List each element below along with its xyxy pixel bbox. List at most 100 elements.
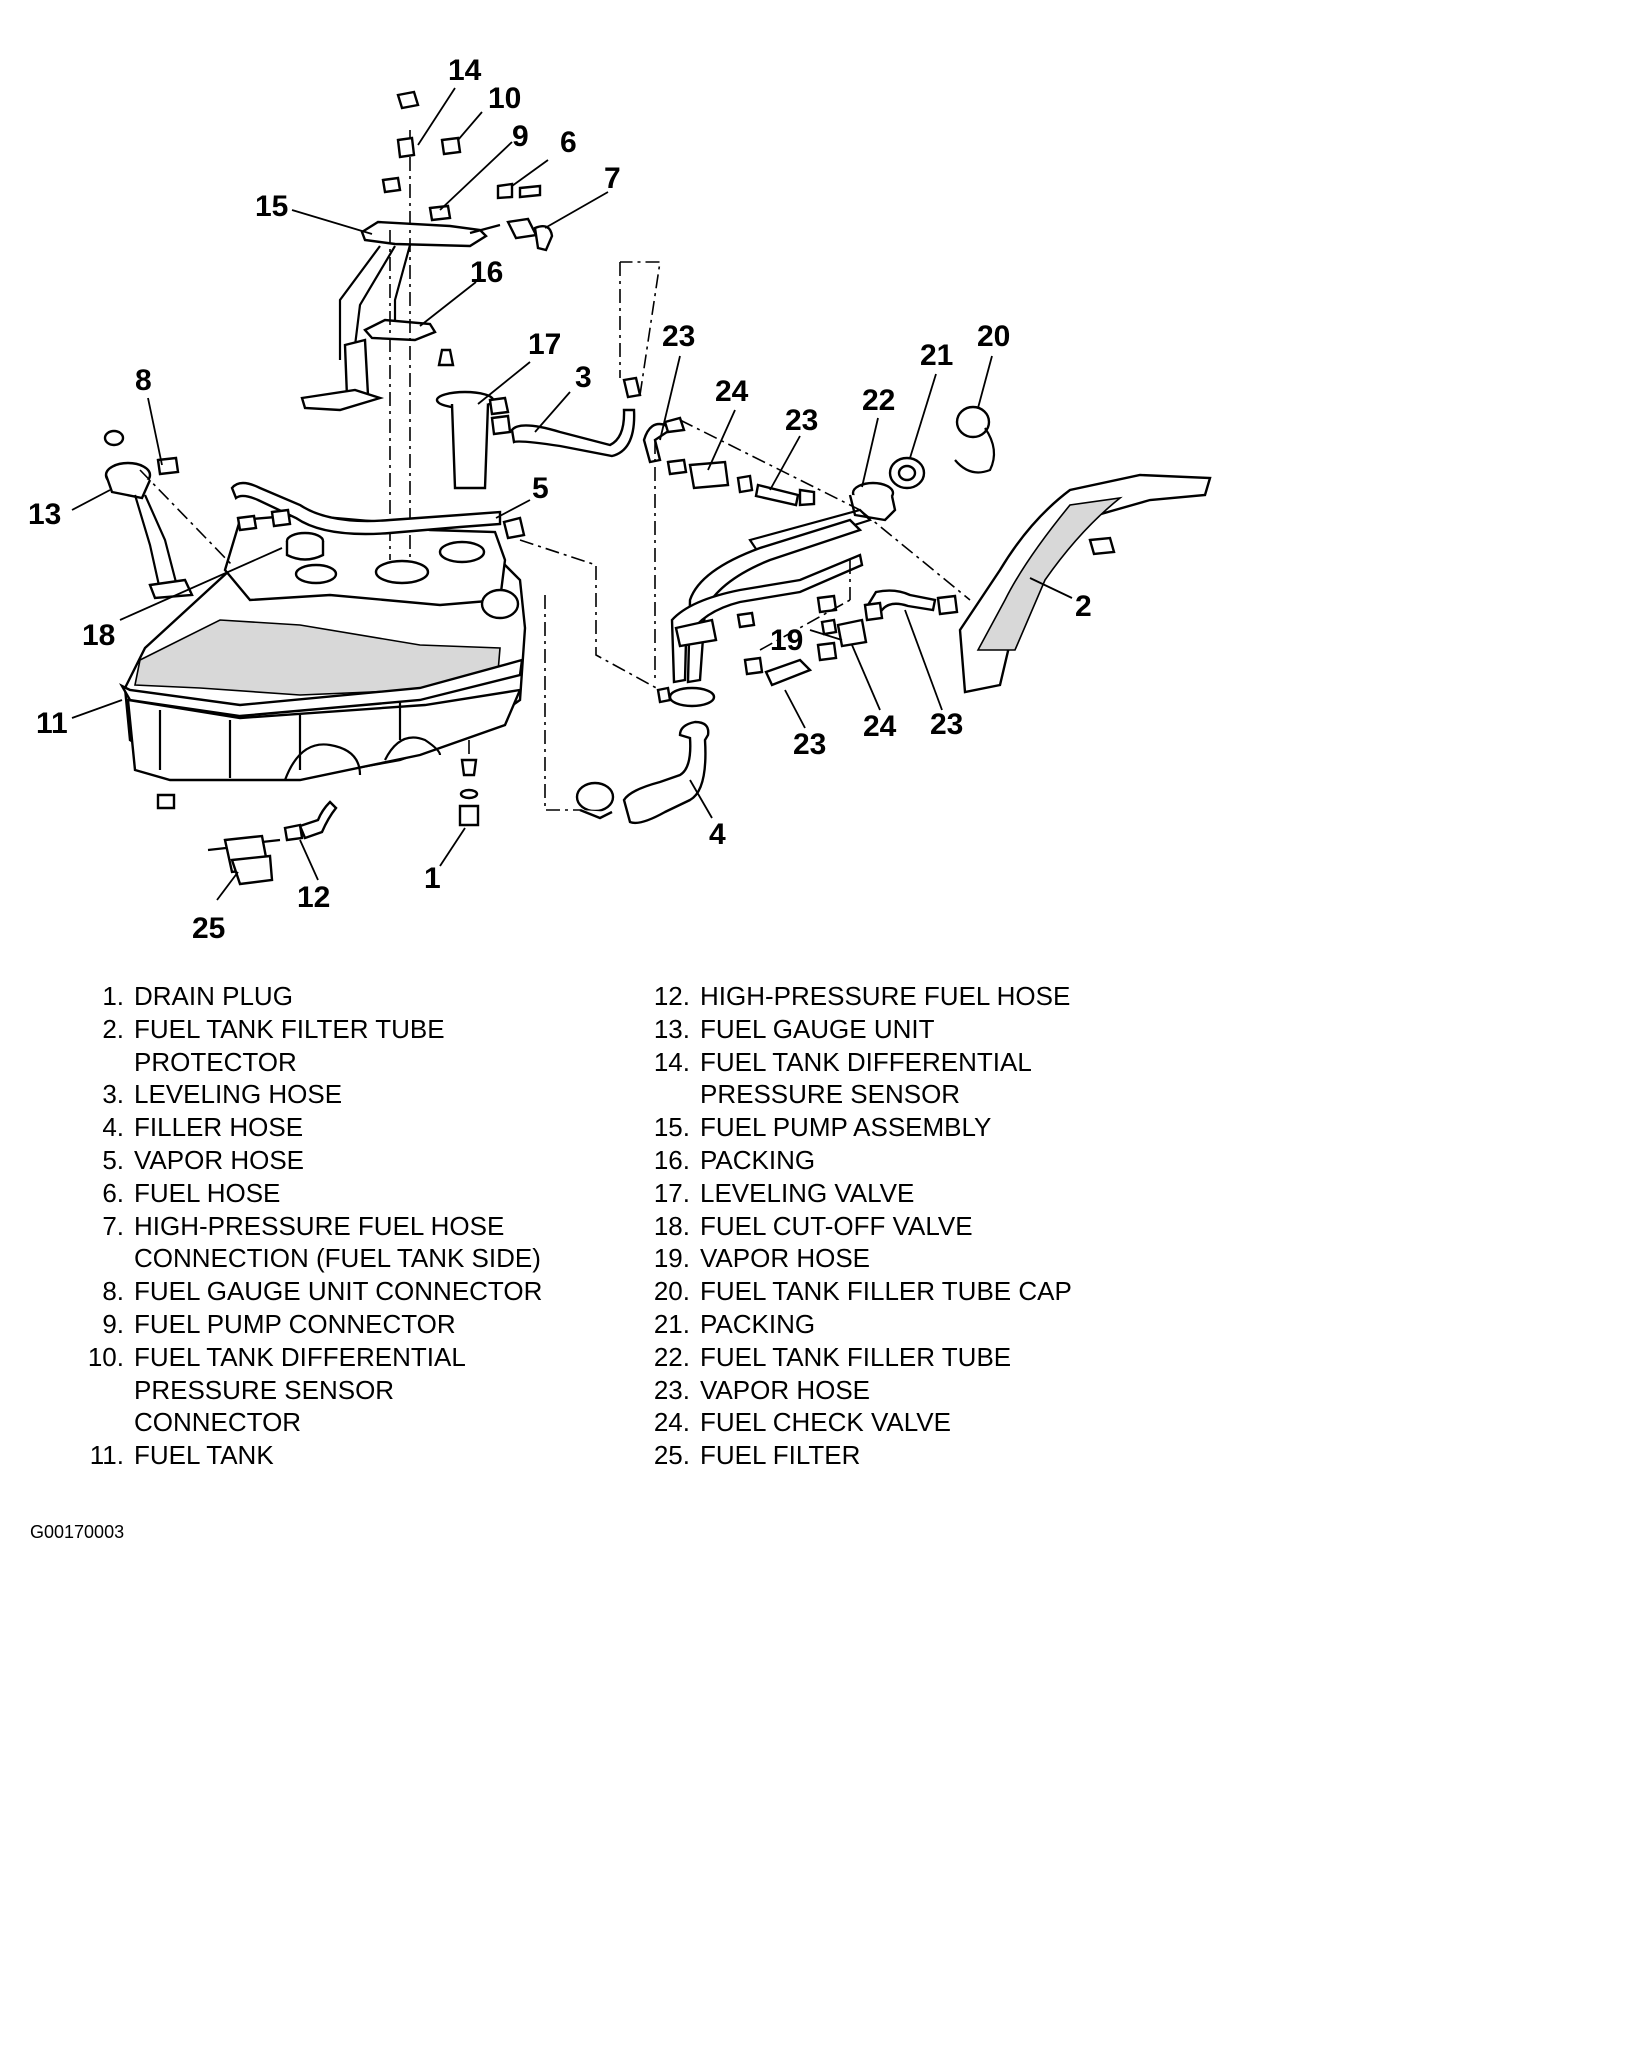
callout-25: 25 <box>192 912 225 945</box>
callout-8: 8 <box>135 364 152 397</box>
callout-14: 14 <box>448 54 482 87</box>
legend-item-number: 1. <box>102 981 124 1011</box>
leveling-valve-drawing <box>435 348 512 490</box>
fuel-pump-assembly-drawing <box>300 220 488 412</box>
legend-item-label: FUEL PUMP ASSEMBLY <box>700 1112 992 1143</box>
fuel-cutoff-valve-drawing <box>236 508 292 532</box>
legend-item-label: FUEL TANK <box>134 1440 274 1471</box>
legend-item-number: 15. <box>653 1112 690 1143</box>
legend-item-label: FUEL GAUGE UNIT <box>700 1013 935 1044</box>
callout-4: 4 <box>709 818 726 851</box>
filler-hose-drawing <box>575 686 716 825</box>
legend-item: 21. PACKING <box>640 1308 1200 1341</box>
callout-23-d: 23 <box>930 708 963 741</box>
legend-item: 22. FUEL TANK FILLER TUBE <box>640 1341 1200 1374</box>
legend-item-label: LEVELING HOSE <box>134 1079 343 1110</box>
legend-item: 12. HIGH-PRESSURE FUEL HOSE <box>640 980 1200 1013</box>
legend-item-number: 9. <box>102 1308 124 1339</box>
callout-9: 9 <box>512 120 529 153</box>
legend-item-label: VAPOR HOSE <box>700 1374 871 1405</box>
callout-6: 6 <box>560 126 577 159</box>
legend-item-number: 14. <box>653 1046 690 1077</box>
legend-item-label: PACKING <box>700 1144 816 1175</box>
legend-item: 14. FUEL TANK DIFFERENTIAL PRESSURE SENSO… <box>640 1046 1200 1112</box>
legend-item: 25.FUEL FILTER <box>640 1439 1200 1472</box>
pump-center-line <box>389 130 411 560</box>
legend-item-label: FUEL TANK FILTER TUBE PROTECTOR <box>134 1013 445 1077</box>
legend-item: 24. FUEL CHECK VALVE <box>640 1406 1200 1439</box>
callout-labels: 14 10 9 6 7 15 16 17 3 8 5 13 18 11 1 12… <box>28 54 1092 945</box>
leader-lines <box>71 87 1073 901</box>
callout-13: 13 <box>28 498 61 531</box>
legend-item-number: 2. <box>102 1013 124 1044</box>
legend-item: 1. DRAIN PLUG <box>74 980 594 1013</box>
legend-item: 5. VAPOR HOSE <box>74 1144 594 1177</box>
fuel-tank-drawing <box>118 513 527 782</box>
callout-10: 10 <box>488 82 521 115</box>
legend-item-number: 25. <box>653 1440 690 1471</box>
tank-bolt-drawing <box>156 793 176 810</box>
legend-item: 18. FUEL CUT-OFF VALVE <box>640 1210 1200 1243</box>
legend-item: 17.LEVELING VALVE <box>640 1177 1200 1210</box>
callout-21: 21 <box>920 339 953 372</box>
legend-item-number: 17. <box>653 1177 690 1208</box>
drain-plug-drawing <box>458 758 480 827</box>
legend-item-label: FUEL TANK DIFFERENTIAL PRESSURE SENSOR <box>700 1046 1032 1110</box>
callout-17: 17 <box>528 328 561 361</box>
callout-3: 3 <box>575 361 592 394</box>
callout-1: 1 <box>424 862 441 895</box>
legend-item-number: 18. <box>653 1210 690 1241</box>
callout-5: 5 <box>532 472 549 505</box>
callout-7: 7 <box>604 162 621 195</box>
legend-item-number: 12. <box>653 981 690 1011</box>
callout-23-b: 23 <box>785 404 818 437</box>
top-connectors-drawing <box>381 90 554 252</box>
legend-item-number: 5. <box>102 1144 124 1175</box>
packing-21-drawing <box>888 456 926 490</box>
callout-11: 11 <box>36 707 68 740</box>
callout-23-a: 23 <box>662 320 695 353</box>
legend-item-number: 10. <box>87 1341 124 1372</box>
callout-24-a: 24 <box>715 375 749 408</box>
legend-item-number: 16. <box>653 1144 690 1175</box>
legend-item-number: 3. <box>102 1079 124 1110</box>
legend-item-number: 4. <box>102 1112 124 1143</box>
callout-24-b: 24 <box>863 710 897 743</box>
legend-item: 13.FUEL GAUGE UNIT <box>640 1013 1200 1046</box>
legend-item: 9. FUEL PUMP CONNECTOR <box>74 1308 594 1341</box>
legend-item-number: 19. <box>653 1243 690 1274</box>
legend-item-label: HIGH-PRESSURE FUEL HOSE CONNECTION (FUEL… <box>134 1210 541 1274</box>
gauge-unit-line <box>139 469 233 566</box>
legend-item-label: HIGH-PRESSURE FUEL HOSE <box>700 981 1071 1011</box>
callout-18: 18 <box>82 619 115 652</box>
fuel-gauge-unit-drawing <box>103 429 194 600</box>
legend-item: 3. LEVELING HOSE <box>74 1078 594 1111</box>
legend-item-number: 11. <box>89 1440 124 1471</box>
legend-item-number: 24. <box>653 1407 690 1438</box>
legend-item-number: 21. <box>653 1308 690 1339</box>
callout-23-c: 23 <box>793 728 826 761</box>
legend-item: 23.VAPOR HOSE <box>640 1374 1200 1407</box>
callout-2: 2 <box>1075 590 1092 623</box>
legend-item-label: FUEL CHECK VALVE <box>700 1407 951 1438</box>
legend-item-label: FUEL TANK FILLER TUBE <box>700 1341 1012 1372</box>
legend-item: 7. HIGH-PRESSURE FUEL HOSE CONNECTION (FU… <box>74 1210 594 1276</box>
legend-item-number: 22. <box>653 1341 690 1372</box>
legend-item: 15. FUEL PUMP ASSEMBLY <box>640 1111 1200 1144</box>
legend-item-label: DRAIN PLUG <box>134 981 293 1011</box>
exploded-parts-diagram: 14 10 9 6 7 15 16 17 3 8 5 13 18 11 1 12… <box>28 54 1212 945</box>
legend-item: 19.VAPOR HOSE <box>640 1242 1200 1275</box>
legend-item-label: FUEL CUT-OFF VALVE <box>700 1210 973 1241</box>
callout-19: 19 <box>770 624 803 657</box>
legend-item-number: 7. <box>102 1210 124 1241</box>
legend-item: 11. FUEL TANK <box>74 1439 594 1472</box>
legend-item-label: FUEL PUMP CONNECTOR <box>134 1308 456 1339</box>
legend-item: 20.FUEL TANK FILLER TUBE CAP <box>640 1275 1200 1308</box>
legend-item-label: FUEL HOSE <box>134 1177 281 1208</box>
legend-item-label: PACKING <box>700 1308 816 1339</box>
legend-item-label: VAPOR HOSE <box>134 1144 305 1175</box>
filter-tube-protector-drawing <box>958 473 1212 694</box>
callout-16: 16 <box>470 256 503 289</box>
legend-item: 16. PACKING <box>640 1144 1200 1177</box>
